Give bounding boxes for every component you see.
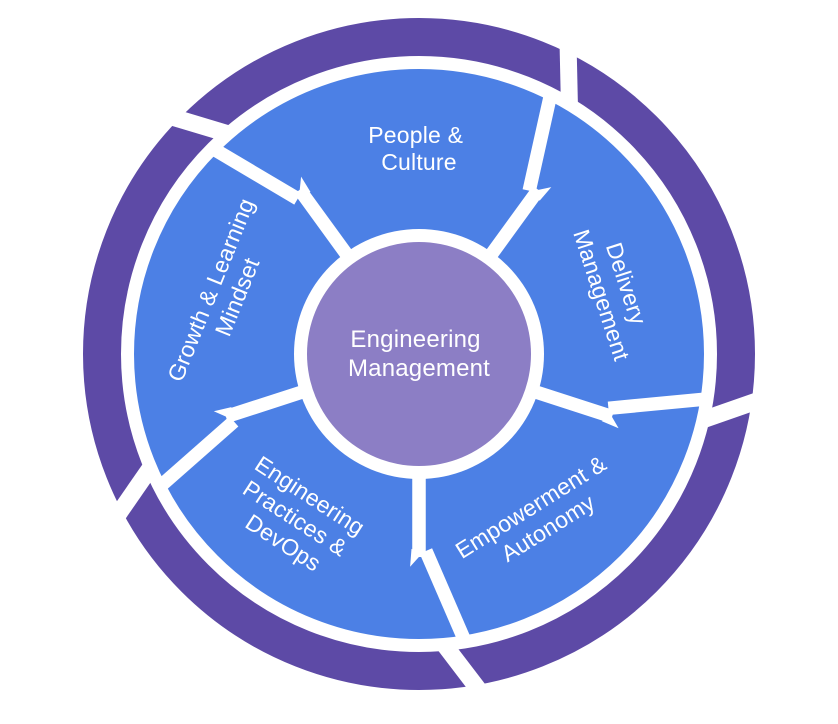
label-line: Culture: [381, 149, 457, 175]
segment-divider-outer: [607, 392, 706, 416]
outer-ring: [83, 18, 755, 690]
segment-dividers: [157, 95, 706, 643]
outer-ring-gap: [165, 107, 235, 144]
segment-ring: [134, 69, 704, 639]
segment-divider-tip: [410, 548, 423, 567]
center-label: Engineering Management: [348, 326, 490, 382]
outer-ring-gap: [434, 635, 489, 700]
outer-ring-gap: [559, 41, 578, 109]
center-label-line-1: Management: [348, 355, 490, 382]
segment-divider-tip: [299, 176, 311, 196]
label-line: People &: [368, 122, 463, 148]
center-label-line-0: Engineering: [350, 326, 480, 353]
outer-ring-gap: [107, 459, 160, 524]
outer-ring-gap: [696, 391, 765, 430]
segment-divider-tip: [533, 187, 552, 201]
segment-divider-inner: [294, 185, 356, 263]
outer-ring-gaps: [107, 41, 765, 700]
segment-divider-outer: [211, 143, 302, 205]
center-circle: [307, 242, 531, 466]
segment-divider-tip: [213, 407, 232, 419]
segment-divider-outer: [157, 416, 239, 491]
segment-divider-inner: [482, 185, 544, 263]
segment-label-people-culture: People & Culture: [368, 122, 470, 175]
segment-divider-tip: [602, 412, 619, 429]
segment-divider-inner: [223, 384, 309, 424]
segment-divider-inner: [529, 384, 615, 424]
segment-divider-outer: [522, 95, 557, 193]
segment-divider-outer: [419, 548, 471, 643]
